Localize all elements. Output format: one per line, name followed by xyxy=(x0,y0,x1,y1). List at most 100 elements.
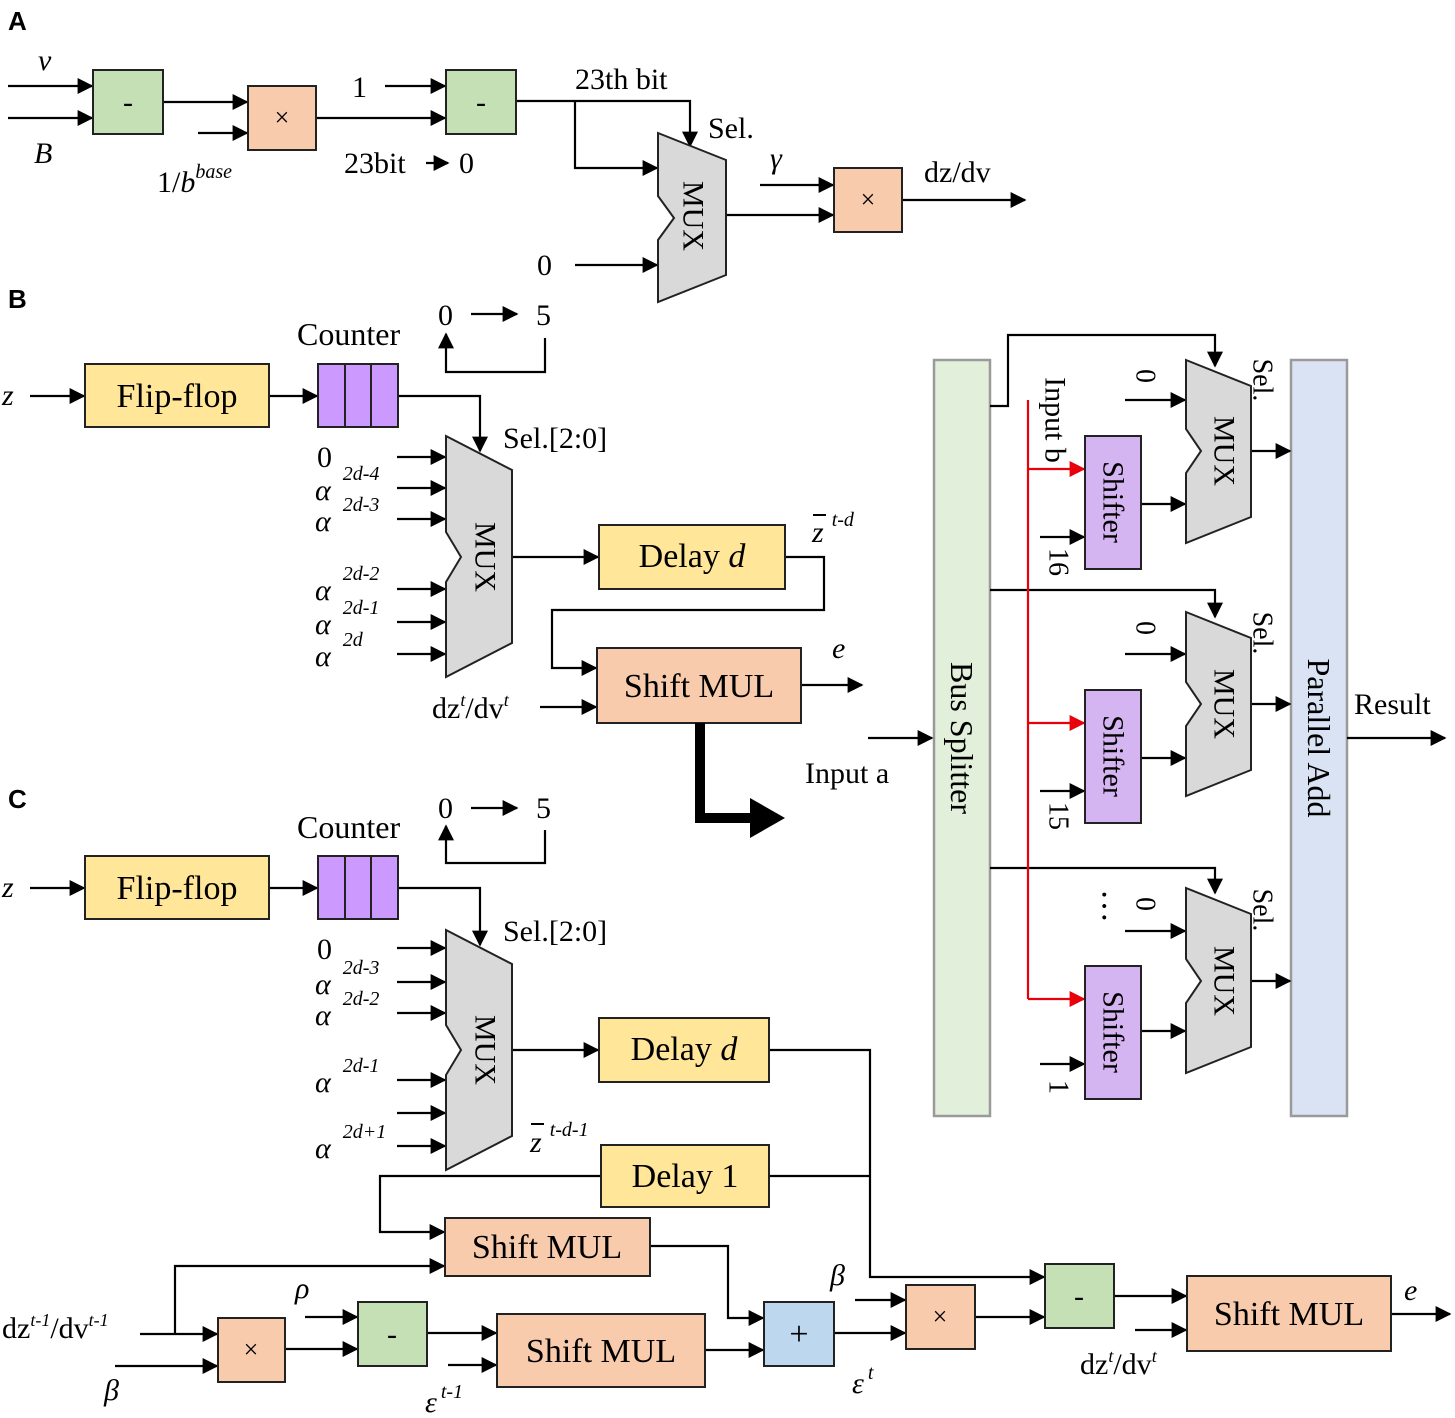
c-input-dzt-dvt: dzt/dvt xyxy=(1080,1346,1158,1381)
c-multiply-sign-2: × xyxy=(933,1302,948,1331)
shift-amount-1: 1 xyxy=(1043,1080,1074,1094)
c-shift-mul-1-label: Shift MUL xyxy=(472,1229,622,1266)
b-counter xyxy=(317,363,399,428)
c-subtract-sign-1: - xyxy=(387,1318,397,1351)
a-subtract-block-1 xyxy=(92,69,164,135)
detail-ellipsis: … xyxy=(1095,889,1132,923)
panel-c-label: C xyxy=(8,784,27,814)
a-subtract-sign-2: - xyxy=(476,86,486,119)
c-mux xyxy=(445,928,513,1172)
a-constant-one: 1 xyxy=(352,71,367,104)
b-zoom-connector xyxy=(695,723,770,823)
b-shift-mul xyxy=(596,647,802,724)
shift-mul-detail: Bus Splitter Parallel Add xyxy=(805,333,1447,1118)
b-count-from: 0 xyxy=(438,299,453,332)
detail-mux-1 xyxy=(1185,358,1252,545)
a-input-B: B xyxy=(34,137,52,170)
c-mux-sel-label: Sel.[2:0] xyxy=(503,915,607,948)
c-shift-mul-3-label: Shift MUL xyxy=(1214,1296,1364,1333)
c-input-beta-2: β xyxy=(829,1259,845,1292)
b-mux-label: MUX xyxy=(469,522,502,592)
a-input-v: v xyxy=(38,44,52,77)
b-mux-input-0: 0 xyxy=(317,441,332,474)
a-output-dzdv: dz/dv xyxy=(924,156,991,189)
shifter-1 xyxy=(1084,435,1142,570)
c-input-beta-1: β xyxy=(103,1374,119,1407)
c-shift-mul-1 xyxy=(444,1217,651,1277)
a-output-multiply-sign: × xyxy=(861,185,876,214)
panel-b-wires xyxy=(30,306,864,715)
a-23th-bit-label: 23th bit xyxy=(575,63,668,96)
parallel-add-label: Parallel Add xyxy=(1301,658,1337,817)
b-delay-d-label: Delay d xyxy=(639,538,747,575)
detail-mux-2-zero: 0 xyxy=(1130,621,1161,635)
a-subtract-block-2 xyxy=(445,69,517,135)
detail-mux-2-label: MUX xyxy=(1208,669,1241,739)
a-23bit-label: 23bit xyxy=(344,147,406,180)
detail-mux-2-sel: Sel. xyxy=(1247,612,1278,655)
panel-b: Flip-flop MUX Delay d Shift MUL z Counte… xyxy=(1,299,864,838)
detail-mux-3 xyxy=(1185,886,1252,1075)
a-multiply-sign: × xyxy=(275,103,290,132)
c-shift-mul-2-label: Shift MUL xyxy=(526,1333,676,1370)
c-counter xyxy=(317,855,399,920)
a-mux xyxy=(657,131,727,304)
shifter-2-label: Shifter xyxy=(1097,715,1130,797)
detail-mux-2 xyxy=(1185,610,1252,798)
shift-mul-detail-wires xyxy=(868,333,1447,1072)
result-label: Result xyxy=(1354,688,1431,721)
c-subtract-sign-2: - xyxy=(1074,1280,1084,1313)
panel-c-wires xyxy=(30,800,1452,1374)
shifter-2 xyxy=(1084,689,1142,824)
b-shift-mul-label: Shift MUL xyxy=(624,668,774,705)
b-input-z: z xyxy=(1,379,14,412)
c-delay-d-label: Delay d xyxy=(631,1031,739,1068)
input-b-red-wires xyxy=(1026,400,1086,1007)
detail-mux-3-label: MUX xyxy=(1208,946,1241,1016)
shifter-1-label: Shifter xyxy=(1097,461,1130,543)
a-mux-zero-input: 0 xyxy=(537,249,552,282)
panel-a-label: A xyxy=(8,6,27,36)
a-output-multiply-block xyxy=(833,167,903,233)
input-a-label: Input a xyxy=(805,757,889,790)
c-delay-1 xyxy=(600,1144,770,1208)
c-add-block xyxy=(763,1301,835,1367)
parallel-add xyxy=(1289,358,1349,1118)
shift-amount-15: 15 xyxy=(1043,802,1074,830)
b-zoom-arrowhead xyxy=(750,798,785,838)
c-delay-1-label: Delay 1 xyxy=(632,1158,739,1195)
panel-a: - × - MUX × v B 1/bbase 1 23bit 0 23th b… xyxy=(8,44,1027,304)
panel-a-wires xyxy=(8,78,1027,273)
b-mux-sel-label: Sel.[2:0] xyxy=(503,422,607,455)
a-one-over-b-base: 1/bbase xyxy=(157,161,232,199)
bus-splitter-label: Bus Splitter xyxy=(944,662,980,814)
a-gamma-label: γ xyxy=(770,142,783,175)
c-mux-input-0: 0 xyxy=(317,933,332,966)
c-shift-mul-2 xyxy=(496,1313,706,1388)
c-flipflop-label: Flip-flop xyxy=(117,870,238,907)
a-mux-label: MUX xyxy=(677,181,710,251)
b-count-to: 5 xyxy=(536,299,551,332)
b-flipflop xyxy=(84,363,270,428)
c-multiply-sign-1: × xyxy=(244,1335,259,1364)
detail-mux-3-sel: Sel. xyxy=(1247,889,1278,932)
c-flipflop xyxy=(84,855,270,920)
shift-amount-16: 16 xyxy=(1043,548,1074,576)
a-23bit-zero: 0 xyxy=(459,147,474,180)
c-add-sign: + xyxy=(789,1316,808,1353)
detail-mux-1-sel: Sel. xyxy=(1247,359,1278,402)
a-subtract-sign-1: - xyxy=(123,86,133,119)
b-mux xyxy=(445,434,513,679)
panel-c: Flip-flop MUX Delay d Delay 1 Shift MUL … xyxy=(1,792,1452,1418)
c-input-z: z xyxy=(1,871,14,904)
